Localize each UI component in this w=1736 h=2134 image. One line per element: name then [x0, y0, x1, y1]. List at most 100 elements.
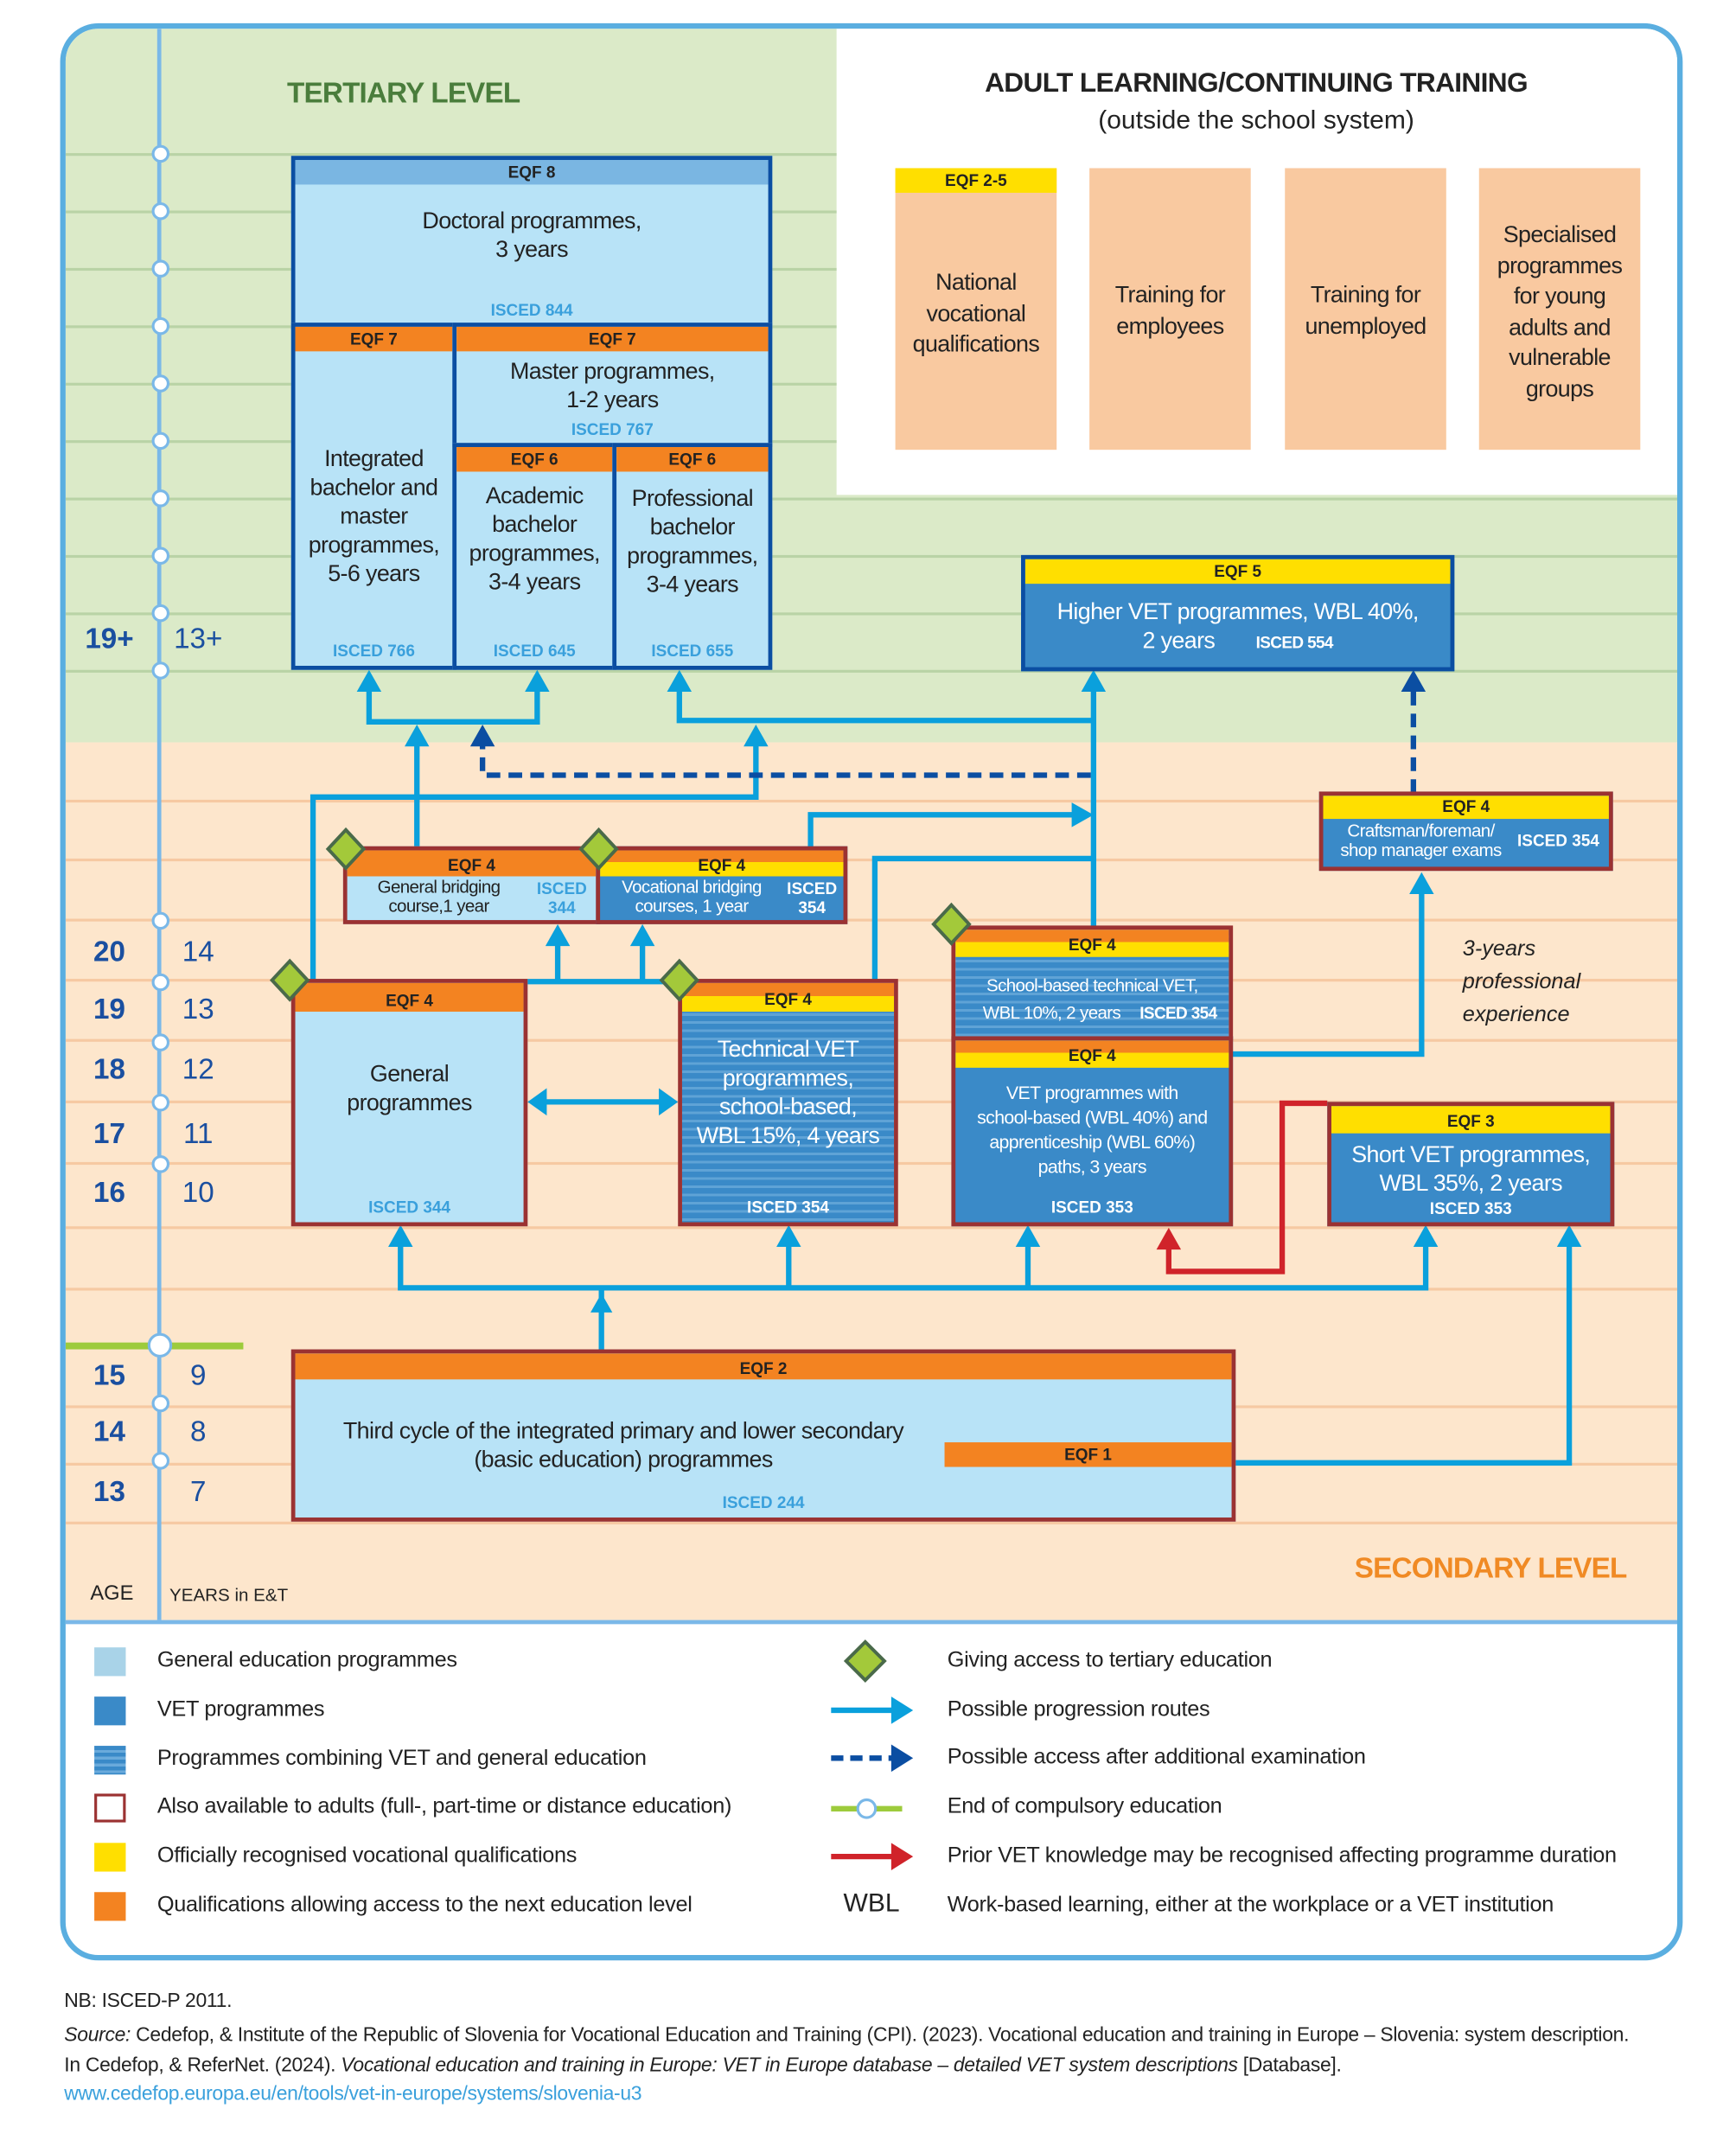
box-text: school-based,	[718, 1093, 858, 1120]
source-line-2: In Cedefop, & ReferNet. (2024). Vocation…	[64, 2054, 1342, 2077]
axis-marker	[151, 374, 170, 392]
age-label: 15	[93, 1360, 125, 1392]
age-axis	[156, 29, 162, 1620]
eqf-label: EQF 4	[1323, 795, 1609, 820]
isced-label: ISCED 354	[1517, 831, 1599, 851]
arrowhead	[1081, 669, 1107, 693]
eqf-label: EQF 4	[681, 982, 895, 1013]
eqf-label: EQF 5	[1024, 559, 1451, 585]
years-label: 11	[183, 1118, 214, 1150]
eqf-label: EQF 2-5	[895, 168, 1057, 193]
isced-label: ISCED 767	[571, 419, 654, 439]
legend-label: General education programmes	[156, 1648, 457, 1672]
age-label: 19	[93, 994, 125, 1025]
age-label: 14	[93, 1416, 125, 1448]
isced-label: ISCED 353	[1050, 1198, 1133, 1217]
box-master: EQF 7 Master programmes,1-2 years ISCED …	[452, 323, 773, 448]
source-text: [Database].	[1237, 2054, 1342, 2077]
dashed-arrowhead	[1401, 669, 1426, 693]
arrowhead	[1071, 802, 1094, 827]
arrowhead	[525, 669, 550, 693]
box-text: vocational	[926, 300, 1026, 327]
box-text: 3 years	[495, 236, 568, 263]
source-link[interactable]: www.cedefop.europa.eu/en/tools/vet-in-eu…	[64, 2083, 642, 2105]
isced-label: 344	[547, 898, 576, 917]
note-text: experience	[1462, 1003, 1570, 1027]
circle-icon	[856, 1798, 878, 1819]
light-blue-square-icon	[94, 1647, 126, 1677]
box-text: qualifications	[912, 330, 1040, 357]
box-basic-education: EQF 2 Third cycle of the integrated prim…	[290, 1349, 1236, 1522]
box-text: School-based technical VET,	[986, 974, 1198, 996]
years-label: 13+	[174, 623, 223, 655]
years-label: 8	[190, 1416, 207, 1448]
years-label: 9	[190, 1360, 207, 1392]
age-label: 16	[93, 1177, 125, 1209]
experience-note: 3-years professional experience	[1463, 934, 1580, 1032]
route-to-professional-and-higher-vet	[676, 675, 1094, 724]
legend-icons-right	[831, 1639, 914, 1870]
box-text: groups	[1525, 375, 1594, 402]
legend-label: End of compulsory education	[947, 1794, 1222, 1818]
legend-label: VET programmes	[156, 1697, 325, 1722]
isced-label: ISCED 645	[493, 641, 576, 661]
box-text: adults and	[1509, 313, 1611, 340]
axis-marker	[151, 316, 170, 335]
box-text: 3-4 years	[488, 568, 581, 595]
box-text: Integrated	[324, 445, 424, 472]
box-text: Doctoral programmes,	[422, 208, 641, 234]
box-text: bachelor and	[310, 474, 438, 501]
years-label: 14	[182, 936, 214, 968]
dashed-arrow-icon-head	[890, 1744, 914, 1773]
box-text: WBL 35%, 2 years	[1379, 1170, 1563, 1197]
years-label: 10	[182, 1177, 214, 1209]
isced-label: ISCED 354	[1139, 1003, 1217, 1023]
legend-label: Officially recognised vocational qualifi…	[156, 1843, 578, 1868]
eqf-label: EQF 4	[295, 982, 524, 1013]
grid-line	[65, 497, 1678, 501]
box-text: WBL 10%, 2 years	[982, 1001, 1121, 1023]
footnote: NB: ISCED-P 2011.	[64, 1990, 233, 2013]
box-text: (basic education) programmes	[474, 1446, 773, 1473]
box-text: employees	[1116, 312, 1224, 339]
box-text: programmes,	[469, 540, 601, 566]
eqf-label: EQF 6	[616, 447, 769, 472]
arrowhead	[1413, 1224, 1439, 1247]
box-text: Third cycle of the integrated primary an…	[342, 1417, 904, 1444]
eqf-label: EQF 4	[600, 850, 844, 877]
isced-label: ISCED 354	[747, 1198, 829, 1217]
grid-line	[65, 153, 837, 157]
route-technical-to-higher-vet	[871, 855, 1094, 981]
grid-line	[65, 612, 1678, 616]
route-vocational-bridging-to-higher-vet	[807, 812, 1077, 848]
wbl-symbol: WBL	[843, 1889, 900, 1919]
box-text: programmes,	[308, 532, 440, 559]
box-text: course,1 year	[388, 895, 489, 917]
box-text: Academic	[485, 482, 584, 509]
age-label: 13	[93, 1476, 125, 1508]
arrowhead	[667, 669, 692, 693]
adult-learning-title: ADULT LEARNING/CONTINUING TRAINING	[985, 68, 1529, 99]
box-text: programmes,	[627, 542, 758, 569]
dashed-route-to-academic	[479, 744, 1091, 778]
grid-line	[65, 799, 1678, 803]
box-text: Training for	[1114, 281, 1226, 308]
axis-marker	[151, 1032, 170, 1051]
box-text: Vocational bridging	[622, 876, 762, 898]
arrowhead	[776, 1224, 801, 1247]
route-vet-to-craftsman	[1231, 878, 1425, 1057]
box-text: 1-2 years	[566, 387, 659, 413]
box-text: WBL 15%, 4 years	[696, 1122, 880, 1149]
note-text: professional	[1462, 970, 1581, 994]
axis-marker	[151, 546, 170, 565]
eqf-label: EQF 7	[456, 326, 769, 352]
eqf-label: EQF 3	[1331, 1106, 1611, 1134]
axis-marker	[151, 489, 170, 507]
box-text: Higher VET programmes, WBL 40%,	[1056, 598, 1420, 625]
note-text: 3-years	[1462, 937, 1536, 962]
